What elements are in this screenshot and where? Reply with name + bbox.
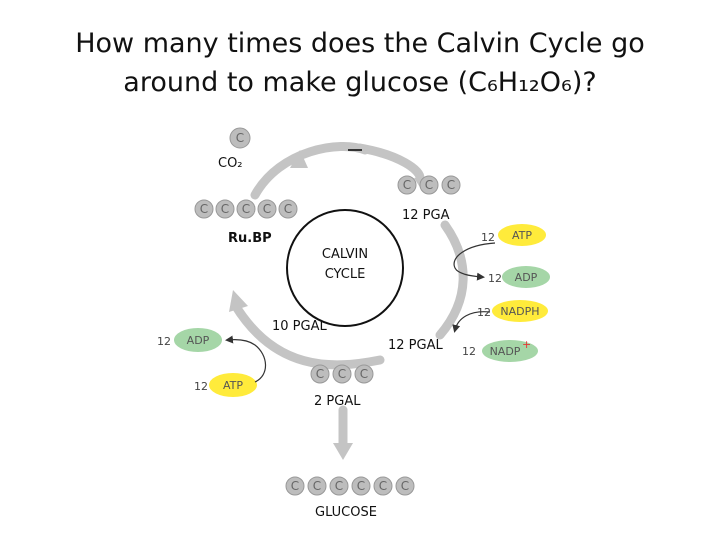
svg-text:ATP: ATP — [512, 229, 532, 242]
pga-carbon-chain: C C C — [397, 175, 461, 195]
right-input-nadph: 12 NADPH — [477, 300, 548, 322]
cycle-arrow-top-left — [250, 141, 370, 200]
svg-text:C: C — [291, 479, 299, 493]
svg-text:C: C — [403, 178, 411, 192]
right-input-adp: 12 ADP — [488, 266, 550, 288]
cycle-label-line2: CYCLE — [325, 267, 366, 282]
right-input-nadp: 12 NADP + — [462, 338, 538, 362]
svg-text:12: 12 — [488, 272, 502, 285]
svg-text:C: C — [200, 202, 208, 216]
svg-text:ATP: ATP — [223, 379, 243, 392]
glucose-carbon-chain: C C C C C C — [285, 476, 415, 496]
svg-text:C: C — [401, 479, 409, 493]
rubp-carbon-chain: C C C C C — [194, 199, 298, 219]
left-input-atp: 12 ATP — [194, 373, 257, 397]
calvin-cycle-circle — [286, 209, 404, 327]
svg-text:ADP: ADP — [515, 271, 538, 284]
svg-text:NADPH: NADPH — [500, 305, 539, 318]
svg-text:NADP: NADP — [490, 345, 521, 358]
cycle-arrows — [230, 141, 468, 450]
glucose-label: GLUCOSE — [315, 505, 377, 520]
carbon-letter: C — [236, 131, 244, 145]
svg-text:ADP: ADP — [187, 334, 210, 347]
pga-label: 12 PGA — [402, 208, 450, 223]
pgal-carbon-chain: C C C — [310, 364, 374, 384]
svg-text:C: C — [313, 479, 321, 493]
svg-text:C: C — [335, 479, 343, 493]
svg-text:C: C — [357, 479, 365, 493]
pgal-12-label: 12 PGAL — [388, 338, 443, 353]
svg-text:C: C — [242, 202, 250, 216]
left-input-adp: 12 ADP — [157, 328, 222, 352]
cycle-arrow-bottom-left — [230, 300, 385, 370]
rubp-label: Ru.BP — [228, 231, 272, 246]
svg-text:C: C — [263, 202, 271, 216]
svg-text:12: 12 — [462, 345, 476, 358]
svg-text:12: 12 — [481, 231, 495, 244]
svg-text:C: C — [379, 479, 387, 493]
co2-carbon: C — [229, 127, 251, 149]
svg-text:C: C — [284, 202, 292, 216]
slide-title: How many times does the Calvin Cycle go … — [0, 24, 720, 102]
svg-text:C: C — [447, 178, 455, 192]
svg-text:C: C — [316, 367, 324, 381]
svg-text:C: C — [425, 178, 433, 192]
title-line-1: How many times does the Calvin Cycle go — [75, 28, 645, 59]
svg-text:12: 12 — [477, 306, 491, 319]
title-line-2: around to make glucose (C₆H₁₂O₆)? — [123, 67, 597, 98]
cycle-arrow-right — [435, 220, 468, 340]
pgal-10-label: 10 PGAL — [272, 319, 327, 334]
cycle-label-line1: CALVIN — [322, 247, 368, 262]
pgal-2-label: 2 PGAL — [314, 394, 361, 409]
svg-text:+: + — [522, 338, 531, 351]
right-input-atp: 12 ATP — [481, 224, 546, 246]
svg-text:12: 12 — [194, 380, 208, 393]
svg-text:C: C — [360, 367, 368, 381]
co2-label: CO₂ — [218, 156, 243, 171]
svg-text:C: C — [338, 367, 346, 381]
svg-text:12: 12 — [157, 335, 171, 348]
svg-text:C: C — [221, 202, 229, 216]
